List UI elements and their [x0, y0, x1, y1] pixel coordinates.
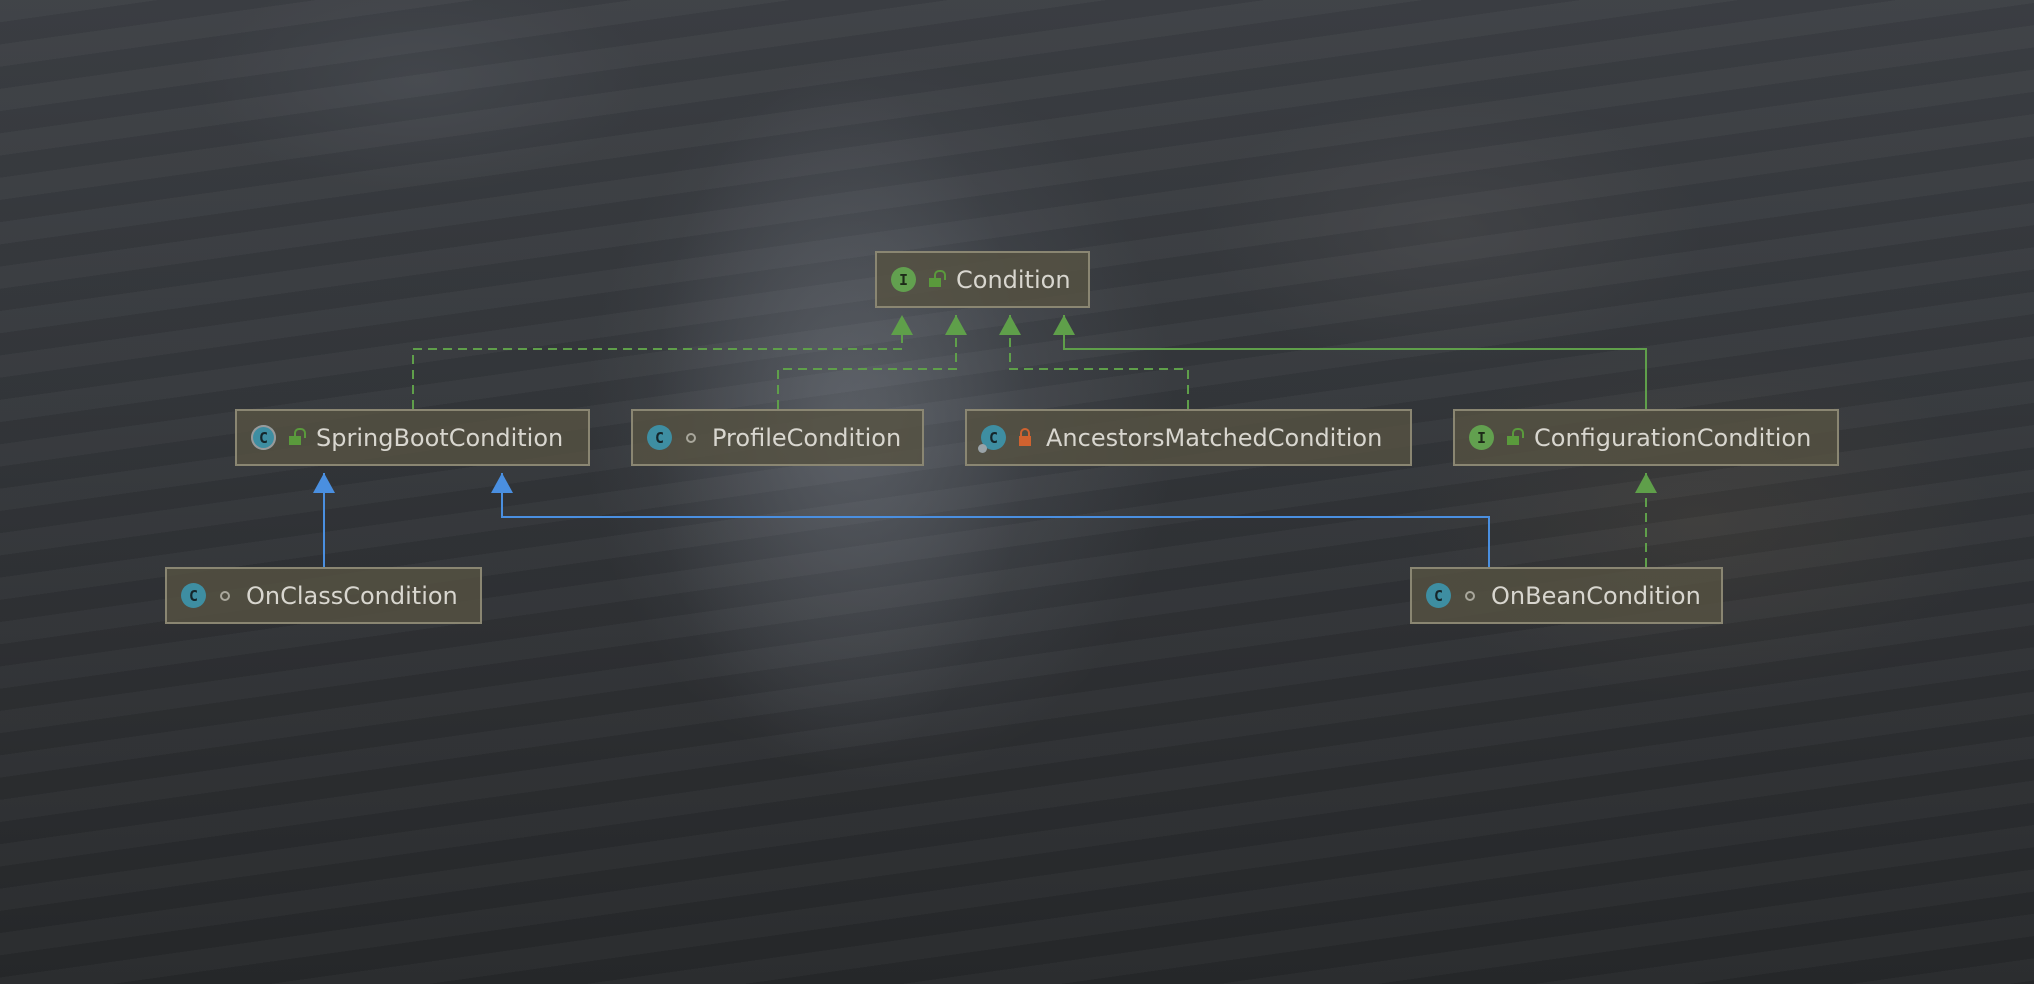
public-visibility-icon	[1502, 428, 1524, 445]
node-label: OnClassCondition	[246, 581, 458, 610]
private-visibility-icon	[1014, 427, 1036, 446]
node-ancestors-matched-condition[interactable]: C AncestorsMatchedCondition	[965, 409, 1412, 466]
edge-profile-condition-to-condition	[777, 315, 957, 409]
package-private-visibility-icon	[680, 432, 702, 443]
node-on-class-condition[interactable]: C OnClassCondition	[165, 567, 482, 624]
edge-ancestors-matched-condition-to-condition	[1009, 315, 1189, 409]
edge-on-bean-condition-to-spring-boot-condition	[501, 473, 1490, 567]
abstract-class-icon: C	[251, 425, 276, 450]
node-label: AncestorsMatchedCondition	[1046, 423, 1383, 452]
node-label: SpringBootCondition	[316, 423, 564, 452]
node-profile-condition[interactable]: C ProfileCondition	[631, 409, 924, 466]
node-label: ProfileCondition	[712, 423, 902, 452]
public-visibility-icon	[284, 428, 306, 445]
node-label: ConfigurationCondition	[1534, 423, 1812, 452]
class-icon: C	[181, 583, 206, 608]
arrowhead-ancestors-matched-condition-to-condition	[999, 315, 1021, 335]
interface-icon: I	[1469, 425, 1494, 450]
arrowhead-on-bean-condition-to-spring-boot-condition	[491, 473, 513, 493]
arrowhead-spring-boot-condition-to-condition	[891, 315, 913, 335]
node-condition[interactable]: I Condition	[875, 251, 1090, 308]
node-spring-boot-condition[interactable]: C SpringBootCondition	[235, 409, 590, 466]
node-configuration-condition[interactable]: I ConfigurationCondition	[1453, 409, 1839, 466]
package-private-visibility-icon	[214, 590, 236, 601]
node-on-bean-condition[interactable]: C OnBeanCondition	[1410, 567, 1723, 624]
arrowhead-on-class-condition-to-spring-boot-condition	[313, 473, 335, 493]
interface-icon: I	[891, 267, 916, 292]
package-private-visibility-icon	[1459, 590, 1481, 601]
class-icon: C	[1426, 583, 1451, 608]
class-icon: C	[647, 425, 672, 450]
node-label: Condition	[956, 265, 1071, 294]
class-icon: C	[978, 425, 1006, 453]
arrowhead-configuration-condition-to-condition	[1053, 315, 1075, 335]
arrowhead-on-bean-condition-to-configuration-condition	[1635, 473, 1657, 493]
arrowhead-profile-condition-to-condition	[945, 315, 967, 335]
edge-configuration-condition-to-condition	[1063, 315, 1647, 409]
public-visibility-icon	[924, 270, 946, 287]
node-label: OnBeanCondition	[1491, 581, 1701, 610]
edge-spring-boot-condition-to-condition	[412, 315, 903, 409]
